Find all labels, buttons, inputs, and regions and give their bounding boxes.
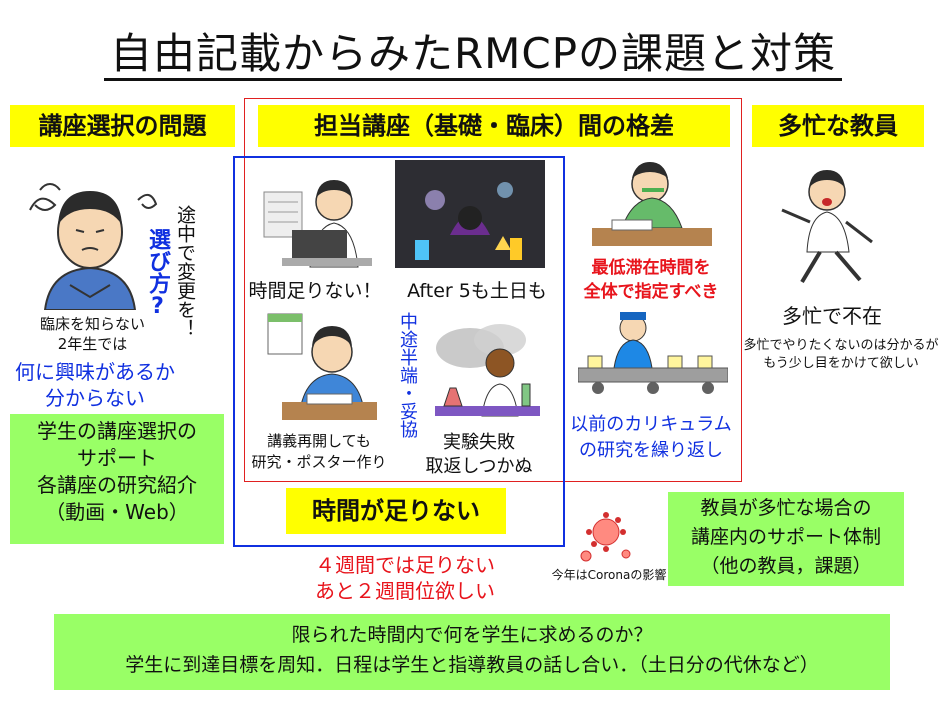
min-stay-line-2: 全体で指定すべき [583,282,719,302]
half-hearted-compromise-text: 中途半端・妥協 [397,312,418,438]
support-line-4: （動画・Web） [45,500,189,524]
support-line-1: 学生の講座選択の [37,419,197,443]
failed-experiment-illustration [430,318,545,418]
busy-note-line-1: 多忙でやりたくないのは分かるが [743,338,939,353]
header-busy-faculty: 多忙な教員 [752,105,924,147]
four-weeks-not-enough: ４週間では足りない [315,553,495,577]
course-selection-support-box: 学生の講座選択の サポート 各講座の研究紹介 （動画・Web） [10,414,224,544]
support-line-3: 各講座の研究紹介 [37,473,197,497]
conclusion-line-1: 限られた時間内で何を学生に求めるのか？ [291,624,653,646]
time-not-enough-caption: 時間足りない！ [248,280,382,302]
time-not-enough-box: 時間が足りない [286,488,506,534]
after-five-caption: After 5も土日も [407,280,547,302]
repeat-curriculum-line-2: の研究を繰り返し [579,440,723,461]
interest-unknown-line-1: 何に興味があるか [15,360,175,384]
experiment-fail-caption-2: 取返しつかぬ [425,456,533,477]
sleeping-student-illustration [592,158,712,248]
conclusion-line-2: 学生に到達目標を周知．日程は学生と指導教員の話し合い．（土日分の代休など） [125,654,819,676]
faculty-support-line-2: 講座内のサポート体制 [690,526,881,548]
interest-unknown-line-2: 分からない [45,386,145,410]
confused-student-illustration [20,170,160,310]
faculty-support-box: 教員が多忙な場合の 講座内のサポート体制 （他の教員，課題） [668,492,904,586]
night-lab-illustration [395,160,545,268]
min-stay-line-1: 最低滞在時間を [591,258,711,278]
repeat-curriculum-line-1: 以前のカリキュラム [570,414,732,435]
assembly-line-worker-illustration [578,308,728,400]
running-doctor-illustration [772,162,892,287]
faculty-support-line-3: （他の教員，課題） [700,555,872,577]
header-gap: 担当講座（基礎・臨床）間の格差 [258,105,730,147]
busy-absent-text: 多忙で不在 [782,304,882,328]
time-frame [233,156,565,547]
resume-caption-line-1: 講義再開しても [267,432,371,450]
page-title: 自由記載からみたRMCPの課題と対策 [0,20,946,81]
faculty-support-line-1: 教員が多忙な場合の [700,497,872,519]
conclusion-box: 限られた時間内で何を学生に求めるのか？ 学生に到達目標を周知．日程は学生と指導教… [54,614,890,690]
virus-icon [578,510,636,564]
change-midway-text: 途中で変更を！ [174,205,196,338]
note-line-2: 2年生では [57,335,128,353]
experiment-fail-caption-1: 実験失敗 [443,432,515,453]
studying-student-illustration [262,310,382,425]
corona-note: 今年はCoronaの影響 [551,568,667,582]
note-line-1: 臨床を知らない [39,315,145,333]
gap-frame [244,98,742,482]
support-line-2: サポート [77,446,157,470]
resume-caption-line-2: 研究・ポスター作り [251,453,387,471]
how-to-choose-text: 選び方? [145,228,170,319]
overworked-laptop-illustration [262,172,382,272]
busy-note-line-2: もう少し目をかけて欲しい [763,356,919,371]
two-more-weeks: あと２週間位欲しい [315,579,495,603]
header-course-selection: 講座選択の問題 [10,105,235,147]
